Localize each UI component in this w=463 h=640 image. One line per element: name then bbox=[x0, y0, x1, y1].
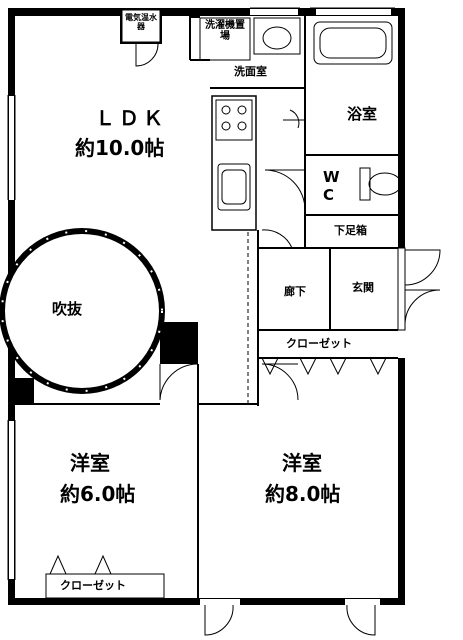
closet-doors bbox=[45, 357, 387, 599]
doors bbox=[135, 43, 441, 636]
closet-bottom-label: クローゼット bbox=[60, 579, 126, 592]
ldk-label: ＬＤＫ bbox=[95, 106, 167, 130]
closet-center-label: クローゼット bbox=[286, 337, 352, 350]
western-right-size: 約8.0帖 bbox=[265, 482, 341, 506]
western-left-label: 洋室 bbox=[70, 451, 110, 475]
fixtures bbox=[121, 9, 402, 211]
water-heater-label: 電気温水器 bbox=[125, 13, 157, 31]
void-label: 吹抜 bbox=[52, 300, 83, 318]
hallway-label: 廊下 bbox=[284, 285, 306, 298]
windows bbox=[7, 7, 395, 580]
door-gaps bbox=[200, 599, 380, 605]
washer-space-label: 洗濯機置場 bbox=[205, 20, 245, 42]
washroom-label: 洗面室 bbox=[234, 65, 267, 78]
shoe-box-label: 下足箱 bbox=[334, 224, 367, 237]
wc-label: W C bbox=[323, 168, 340, 204]
western-right-label: 洋室 bbox=[282, 451, 322, 475]
bathroom-label: 浴室 bbox=[347, 105, 378, 123]
western-left-size: 約6.0帖 bbox=[60, 482, 136, 506]
ldk-size: 約10.0帖 bbox=[75, 136, 165, 160]
window-gaps bbox=[9, 9, 391, 579]
void-circle bbox=[0, 228, 165, 394]
entrance-label: 玄関 bbox=[352, 281, 374, 294]
